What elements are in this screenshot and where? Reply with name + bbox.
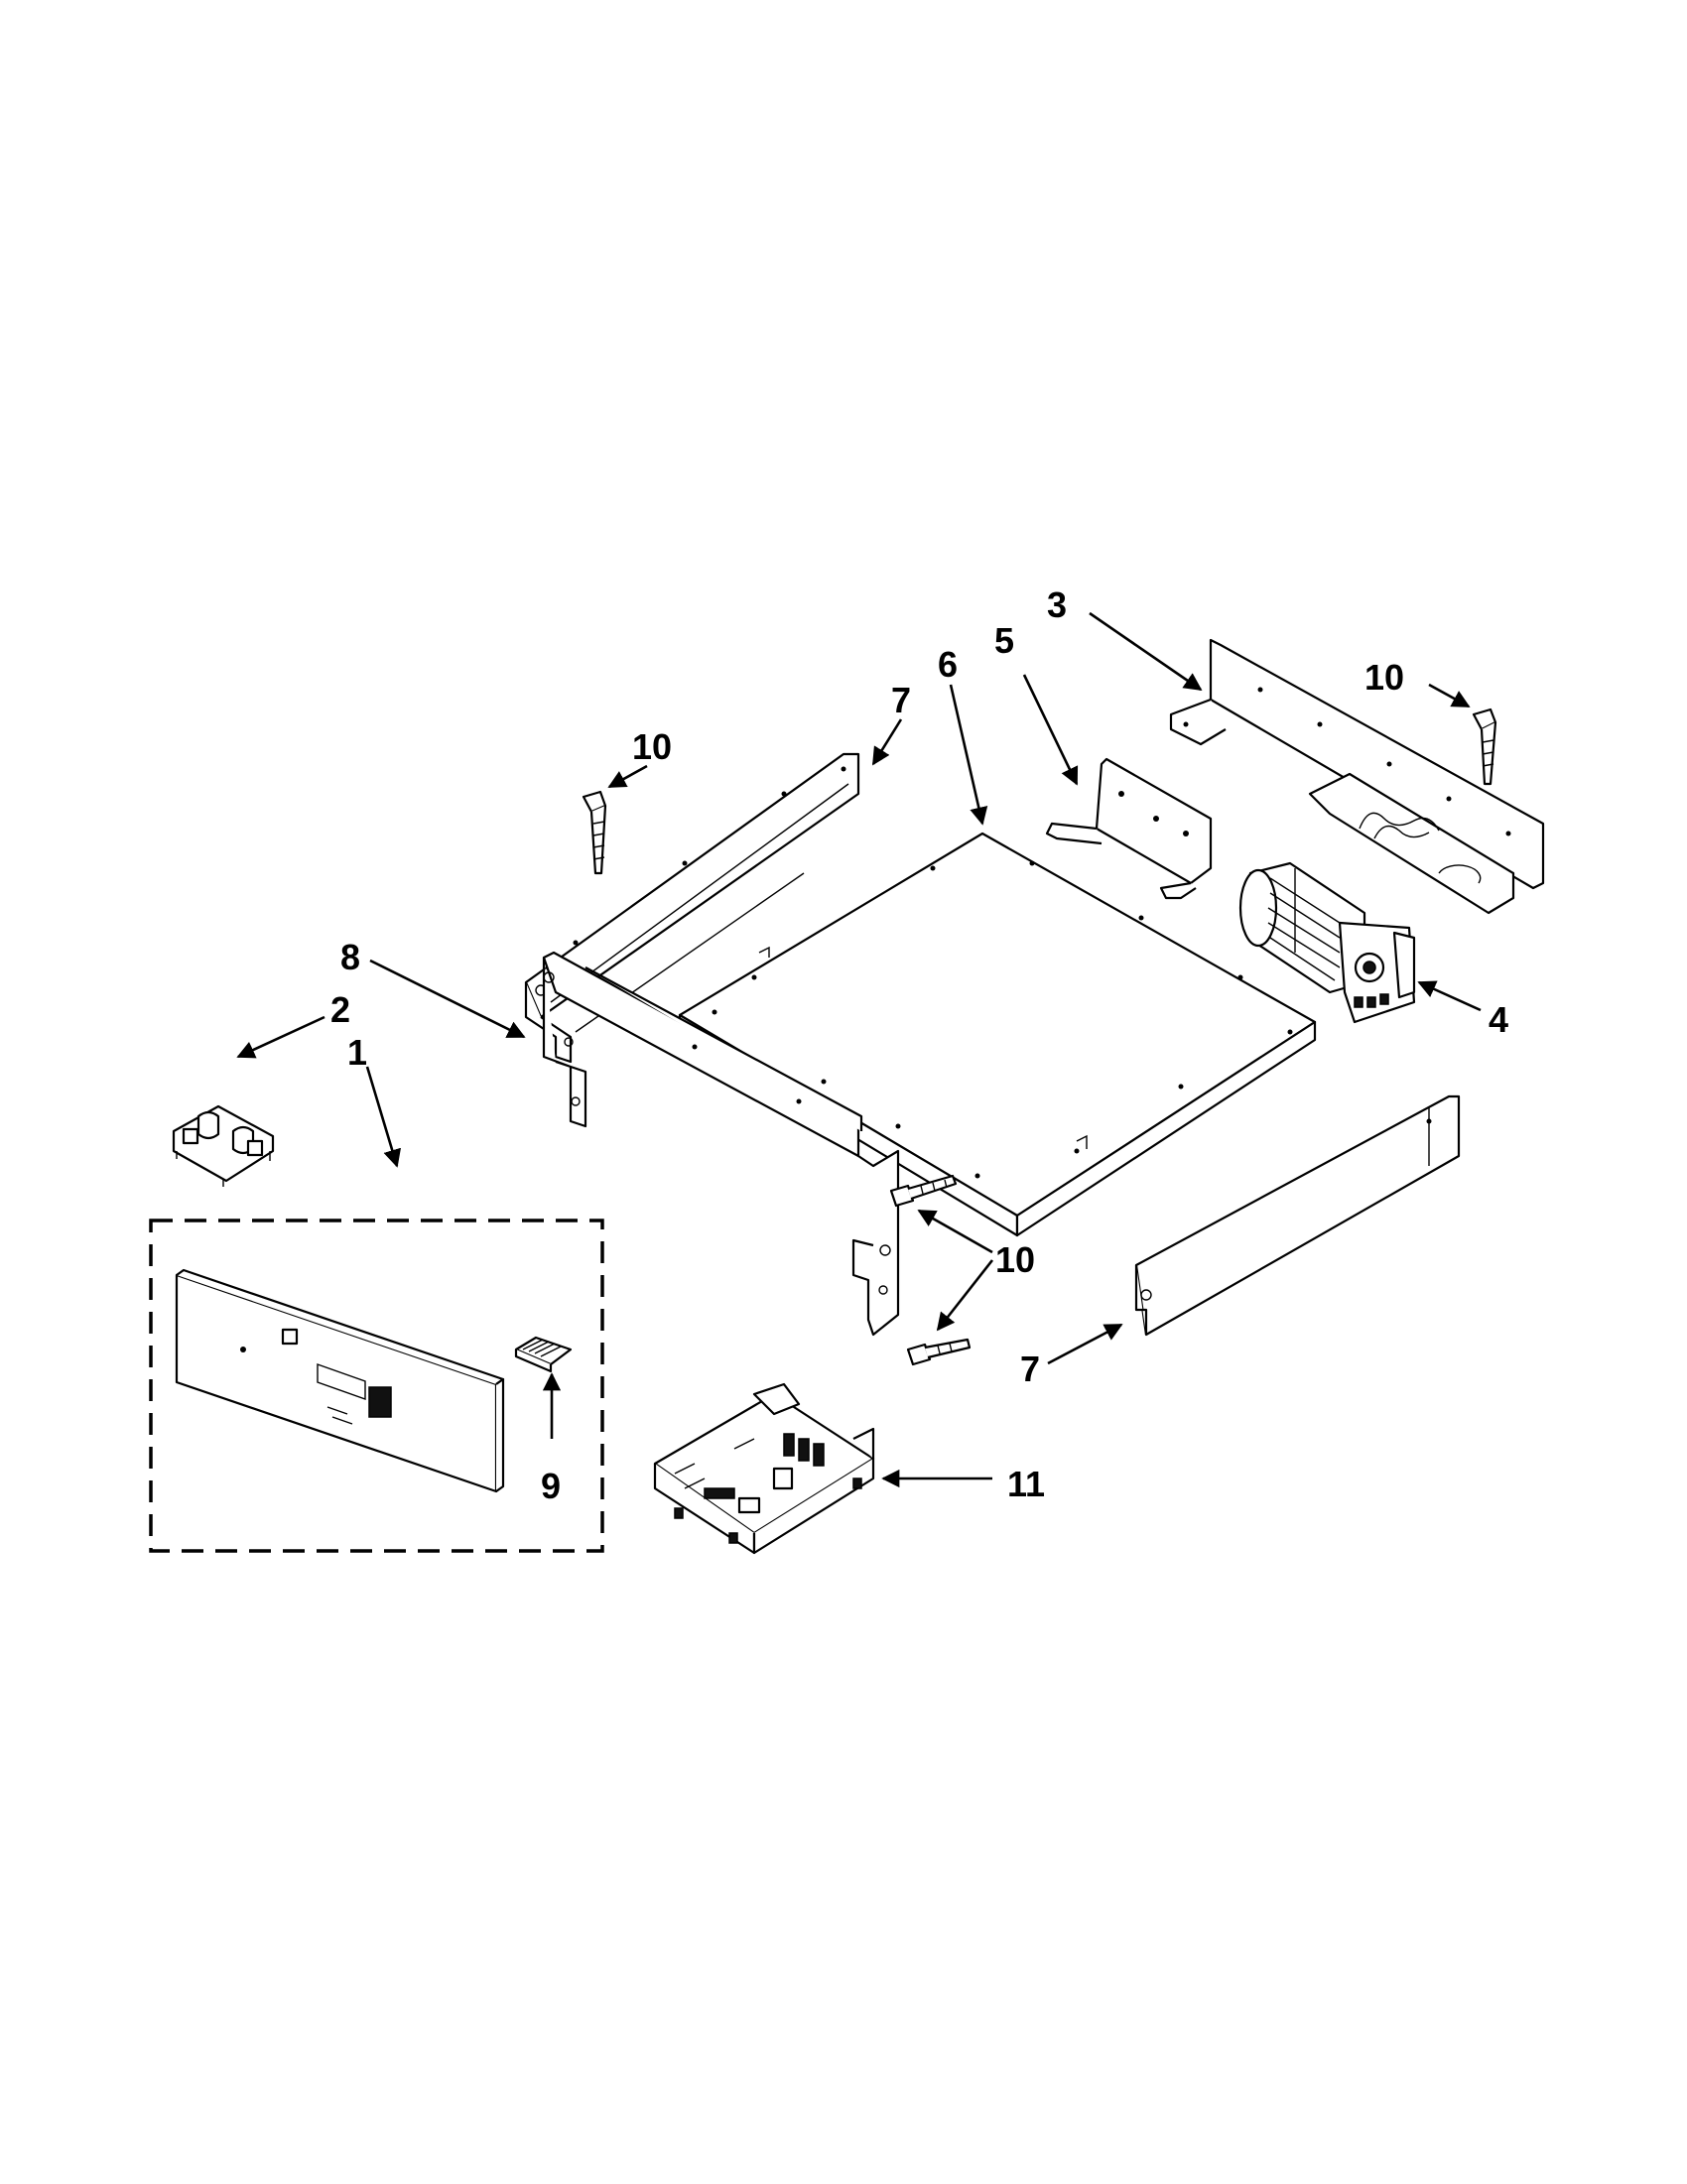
screw-part-10-center [889,1174,958,1208]
callout-9: 9 [541,1466,561,1506]
blower-motor-part-4 [1238,861,1416,1024]
screw-part-10-upper-right [1472,707,1497,786]
keypad-part-9 [514,1336,573,1373]
callout-11: 11 [1007,1464,1045,1504]
leader-lines [236,611,1482,1488]
callout-labels: 3 5 6 7 10 10 4 8 2 1 10 7 9 11 [330,584,1508,1506]
callout-10-upper-right: 10 [1364,657,1404,698]
callout-1: 1 [347,1032,367,1073]
side-rail-part-8 [542,951,900,1337]
callout-7-upper: 7 [891,680,911,720]
callout-8: 8 [340,937,360,977]
callout-10-upper-left: 10 [632,726,672,767]
side-rail-part-7-lower [1134,1094,1461,1337]
screw-part-10-lower [906,1338,972,1366]
callout-5: 5 [994,620,1014,661]
control-panel-assembly-part-1 [149,1219,604,1553]
rear-panel-part-3 [1169,638,1545,915]
bracket-part-5 [1045,757,1213,900]
callout-4: 4 [1489,999,1508,1040]
callout-10-center: 10 [995,1239,1035,1280]
callout-7-lower: 7 [1020,1349,1040,1389]
circuit-board-part-2 [172,1104,275,1187]
callout-6: 6 [938,644,958,685]
screw-part-10-upper-left [582,790,607,875]
callout-2: 2 [330,989,350,1030]
callout-3: 3 [1047,584,1067,625]
electronic-control-tray-part-11 [653,1382,875,1555]
